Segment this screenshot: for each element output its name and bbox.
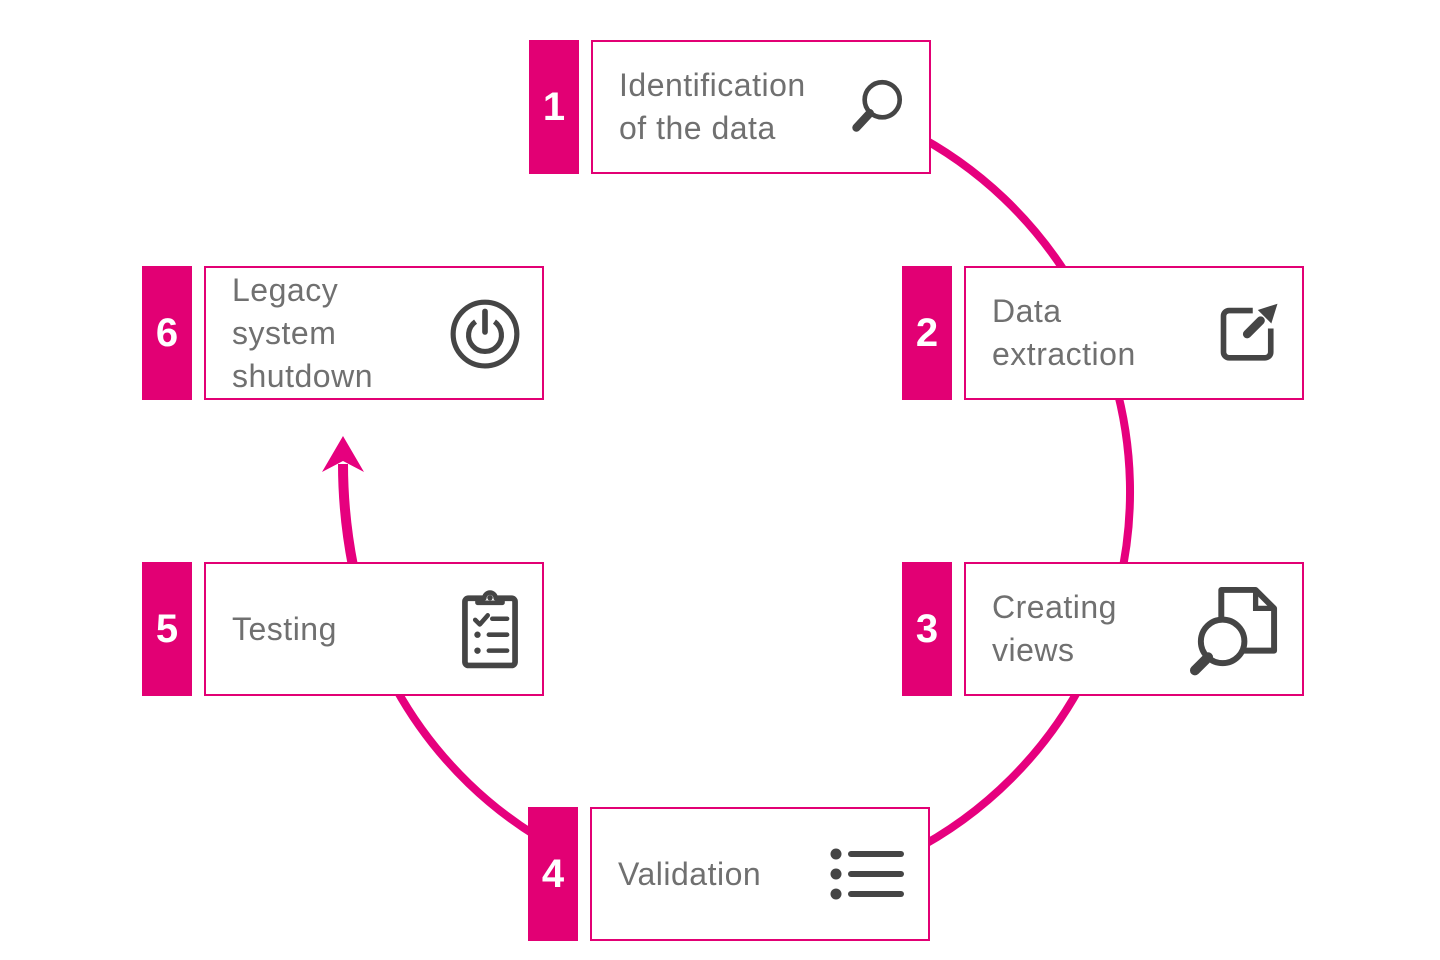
step-1: 1 Identification of the data	[529, 40, 931, 174]
step-1-label: Identification of the data	[619, 67, 806, 146]
step-4-label: Validation	[618, 855, 762, 892]
step-5-card: Testing	[204, 562, 544, 696]
step-4: 4 Validation	[528, 807, 930, 941]
step-1-gap	[579, 40, 591, 174]
power-icon	[448, 296, 522, 370]
arc-step2-step3	[1110, 379, 1135, 585]
step-2-number-badge: 2	[902, 266, 952, 400]
step-3: 3 Creating views	[902, 562, 1304, 696]
bullet-list-icon	[826, 842, 908, 906]
step-2-card: Data extraction	[964, 266, 1304, 400]
step-1-card: Identification of the data	[591, 40, 931, 174]
step-5: 5 Testing	[142, 562, 544, 696]
step-6: 6 Legacy system shutdown	[142, 266, 544, 400]
step-6-number-badge: 6	[142, 266, 192, 400]
step-4-number-badge: 4	[528, 807, 578, 941]
step-5-label: Testing	[232, 610, 337, 647]
step-3-gap	[952, 562, 964, 696]
step-3-card: Creating views	[964, 562, 1304, 696]
search-icon	[843, 74, 909, 140]
external-link-icon	[1210, 297, 1282, 369]
step-6-label: Legacy system shutdown	[232, 271, 373, 394]
step-5-number-badge: 5	[142, 562, 192, 696]
step-3-number-badge: 3	[902, 562, 952, 696]
step-5-gap	[192, 562, 204, 696]
arc-step3-step4	[907, 674, 1090, 857]
step-3-label: Creating views	[992, 589, 1117, 668]
step-4-card: Validation	[590, 807, 930, 941]
document-search-icon	[1187, 582, 1282, 677]
arc-step1-step2	[907, 127, 1080, 292]
step-1-number-badge: 1	[529, 40, 579, 174]
arrow-step5-step6-head	[322, 436, 364, 472]
step-4-gap	[578, 807, 590, 941]
arrow-step5-step6-shaft	[338, 463, 358, 567]
step-2-gap	[952, 266, 964, 400]
step-2: 2 Data extraction	[902, 266, 1304, 400]
step-6-card: Legacy system shutdown	[204, 266, 544, 400]
clipboard-checklist-icon	[458, 588, 522, 670]
step-6-gap	[192, 266, 204, 400]
step-2-label: Data extraction	[992, 293, 1136, 372]
